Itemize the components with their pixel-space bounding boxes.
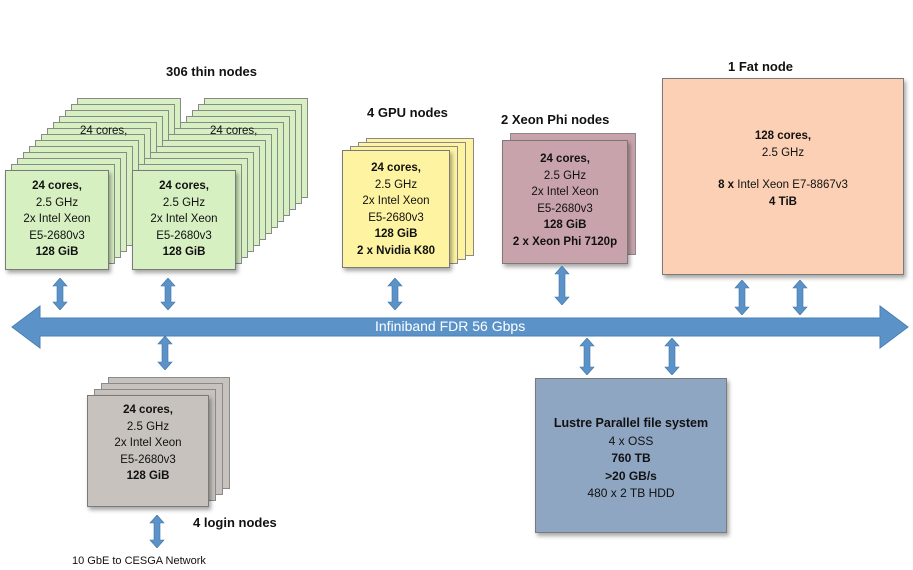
login-node-box — [87, 395, 209, 507]
login-cpu: 2x Intel Xeon — [114, 437, 182, 449]
gpu-node-box — [342, 150, 450, 268]
login-node-specs: 24 cores, 2.5 GHz 2x Intel Xeon E5-2680v… — [87, 402, 209, 485]
double-arrow-icon — [149, 515, 165, 548]
fat-node-box — [662, 78, 904, 275]
gpu-node-specs: 24 cores, 2.5 GHz 2x Intel Xeon E5-2680v… — [342, 160, 450, 259]
double-arrow-shape — [554, 266, 570, 305]
cesga-network-label: 10 GbE to CESGA Network — [72, 555, 206, 567]
phi-memory: 128 GiB — [543, 219, 587, 231]
double-arrow-icon — [52, 278, 68, 310]
thin-node-left-specs: 24 cores, 2.5 GHz 2x Intel Xeon E5-2680v… — [5, 178, 109, 261]
login-freq: 2.5 GHz — [126, 420, 170, 433]
thin-right-memory: 128 GiB — [162, 246, 206, 258]
infiniband-bus-arrow — [11, 305, 909, 349]
thin-left-model: E5-2680v3 — [29, 229, 85, 242]
fat-node-specs: 128 cores, 2.5 GHz 8 x Intel Xeon E7-886… — [662, 128, 904, 210]
lustre-bandwidth: >20 GB/s — [605, 468, 657, 483]
thin-left-cores: 24 cores, — [32, 180, 82, 192]
lustre-capacity: 760 TB — [611, 451, 651, 465]
fat-freq: 2.5 GHz — [761, 146, 805, 159]
lustre-disks: 480 x 2 TB HDD — [587, 486, 675, 500]
gpu-memory: 128 GiB — [374, 228, 418, 240]
fat-spacer — [662, 161, 904, 177]
fat-memory: 4 TiB — [769, 195, 797, 208]
fat-cpu-model: Intel Xeon E7-8867v3 — [734, 179, 848, 191]
infiniband-bus-shape — [11, 305, 909, 349]
double-arrow-shape — [664, 338, 680, 375]
login-nodes-title: 4 login nodes — [193, 515, 277, 530]
phi-freq: 2.5 GHz — [543, 169, 587, 182]
double-arrow-icon — [160, 278, 176, 310]
double-arrow-shape — [160, 278, 176, 310]
thin-nodes-title: 306 thin nodes — [166, 64, 258, 79]
gpu-accelerator: 2 x Nvidia K80 — [357, 244, 435, 257]
thin-stack-left-peek-label: 24 cores, — [80, 125, 128, 137]
double-arrow-icon — [734, 280, 750, 315]
login-cores: 24 cores, — [123, 404, 173, 416]
login-memory: 128 GiB — [126, 470, 170, 482]
double-arrow-icon — [792, 280, 808, 315]
phi-model: E5-2680v3 — [537, 202, 593, 215]
lustre-oss: 4 x OSS — [608, 433, 654, 448]
thin-node-box-left — [5, 170, 109, 270]
lustre-specs: Lustre Parallel file system 4 x OSS 760 … — [535, 415, 727, 503]
fat-cores: 128 cores, — [754, 130, 812, 142]
gpu-cores: 24 cores, — [371, 162, 421, 174]
fat-cpu-count: 8 x — [718, 179, 735, 191]
thin-left-cpu: 2x Intel Xeon — [23, 213, 91, 225]
double-arrow-icon — [387, 278, 403, 310]
double-arrow-icon — [554, 266, 570, 305]
phi-cores: 24 cores, — [540, 153, 590, 165]
gpu-model: E5-2680v3 — [368, 211, 424, 224]
infiniband-label: Infiniband FDR 56 Gbps — [375, 318, 526, 334]
double-arrow-shape — [734, 280, 750, 315]
double-arrow-shape — [149, 515, 165, 548]
double-arrow-icon — [664, 338, 680, 375]
double-arrow-shape — [792, 280, 808, 315]
double-arrow-shape — [52, 278, 68, 310]
lustre-box — [535, 378, 727, 533]
double-arrow-shape — [387, 278, 403, 310]
thin-node-box-right — [132, 170, 236, 270]
gpu-freq: 2.5 GHz — [374, 178, 418, 191]
phi-node-specs: 24 cores, 2.5 GHz 2x Intel Xeon E5-2680v… — [502, 151, 628, 250]
double-arrow-shape — [157, 336, 173, 370]
gpu-nodes-title: 4 GPU nodes — [367, 105, 448, 120]
thin-right-freq: 2.5 GHz — [162, 196, 206, 209]
phi-accelerator: 2 x Xeon Phi 7120p — [512, 235, 618, 248]
thin-right-cores: 24 cores, — [159, 180, 209, 192]
double-arrow-icon — [579, 338, 595, 375]
thin-right-cpu: 2x Intel Xeon — [150, 213, 218, 225]
lustre-title: Lustre Parallel file system — [553, 416, 709, 430]
double-arrow-icon — [157, 336, 173, 370]
phi-nodes-title: 2 Xeon Phi nodes — [501, 112, 610, 127]
login-model: E5-2680v3 — [120, 453, 176, 466]
fat-node-title: 1 Fat node — [728, 59, 794, 74]
thin-right-model: E5-2680v3 — [156, 229, 212, 242]
fat-cpu: 8 x Intel Xeon E7-8867v3 — [662, 177, 904, 194]
phi-cpu: 2x Intel Xeon — [531, 186, 599, 198]
thin-stack-right-peek-label: 24 cores, — [210, 125, 258, 137]
phi-node-box — [502, 140, 628, 264]
thin-left-freq: 2.5 GHz — [35, 196, 79, 209]
double-arrow-shape — [579, 338, 595, 375]
thin-left-memory: 128 GiB — [35, 246, 79, 258]
thin-node-right-specs: 24 cores, 2.5 GHz 2x Intel Xeon E5-2680v… — [132, 178, 236, 261]
gpu-cpu: 2x Intel Xeon — [362, 195, 430, 207]
